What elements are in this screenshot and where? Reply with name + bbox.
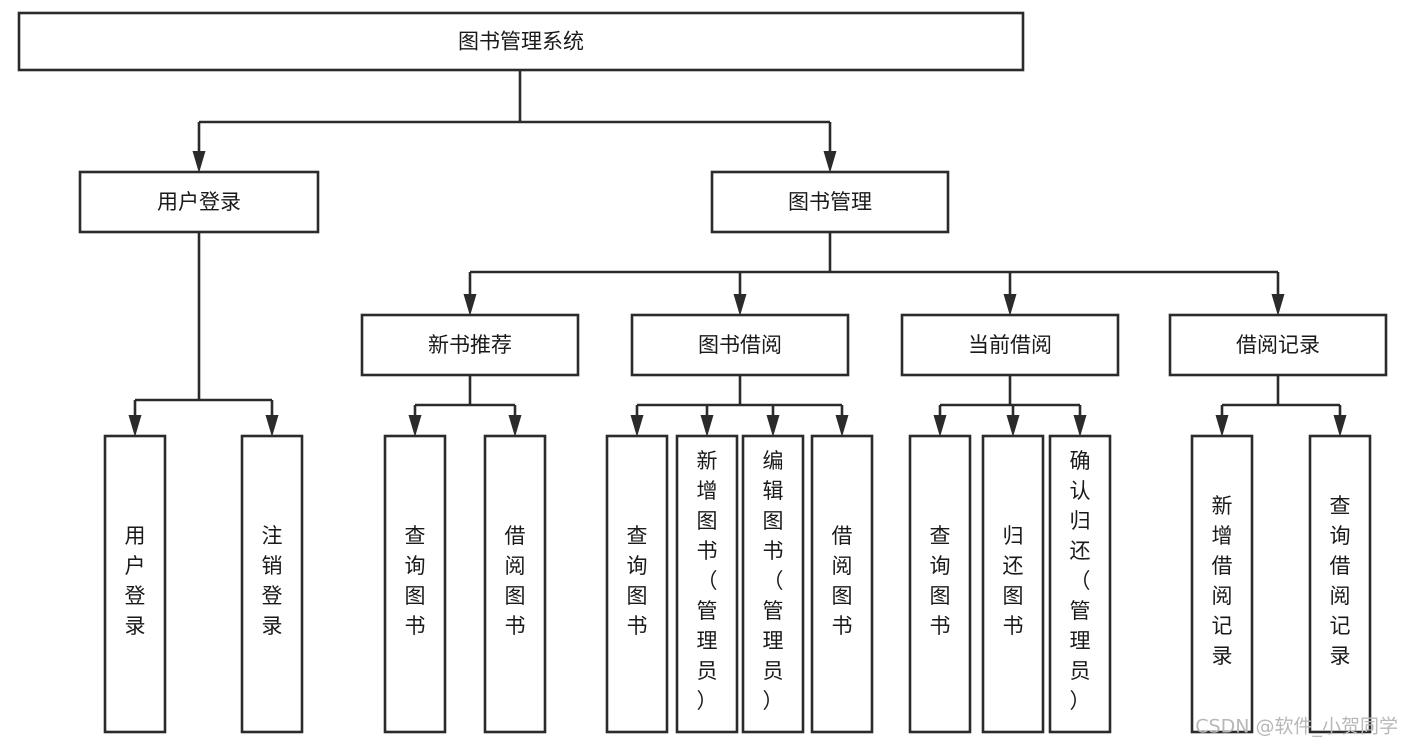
- node-book-management-label: 图书管理: [788, 190, 872, 214]
- node-leaf-query-record-label: 查询借阅记录: [1330, 494, 1351, 668]
- node-leaf-query-book-borrow-label: 查询图书: [627, 524, 648, 638]
- node-leaf-add-record[interactable]: 新增借阅记录: [1190, 434, 1254, 734]
- node-leaf-edit-book-label: 编辑图书（管理员）: [763, 449, 784, 713]
- node-leaf-add-book-label: 新增图书（管理员）: [697, 449, 718, 713]
- node-leaf-logout[interactable]: 注销登录: [240, 434, 304, 734]
- node-leaf-query-record-box[interactable]: [1308, 434, 1372, 734]
- node-new-book-recommend-box[interactable]: [360, 313, 580, 377]
- node-current-borrow[interactable]: 当前借阅: [900, 313, 1120, 377]
- node-borrow-records-label: 借阅记录: [1236, 333, 1320, 357]
- node-leaf-borrow-book-rec[interactable]: 借阅图书: [483, 434, 547, 734]
- node-leaf-borrow-book-label: 借阅图书: [832, 524, 853, 638]
- arrow-head-icon: [1215, 415, 1229, 437]
- arrow-head-icon: [1333, 415, 1347, 437]
- node-book-management-box[interactable]: [710, 170, 950, 234]
- node-leaf-confirm-return[interactable]: 确认归还（管理员）: [1048, 434, 1112, 734]
- node-borrow-records-box[interactable]: [1168, 313, 1388, 377]
- node-leaf-user-login[interactable]: 用户登录: [103, 434, 167, 734]
- node-layer: 图书管理系统用户登录图书管理新书推荐图书借阅当前借阅借阅记录用户登录注销登录查询…: [17, 11, 1388, 734]
- node-leaf-query-book-rec-box[interactable]: [383, 434, 447, 734]
- arrow-head-icon: [700, 415, 714, 437]
- node-leaf-add-record-label: 新增借阅记录: [1212, 494, 1233, 668]
- node-leaf-edit-book[interactable]: 编辑图书（管理员）: [741, 434, 805, 734]
- arrow-head-icon: [265, 415, 279, 437]
- node-leaf-borrow-book-box[interactable]: [810, 434, 874, 734]
- arrow-head-icon: [463, 294, 477, 316]
- node-leaf-borrow-book-rec-box[interactable]: [483, 434, 547, 734]
- node-user-login-box[interactable]: [78, 170, 320, 234]
- node-leaf-query-book-borrow-box[interactable]: [605, 434, 669, 734]
- node-book-borrow-box[interactable]: [630, 313, 850, 377]
- node-book-management[interactable]: 图书管理: [710, 170, 950, 234]
- node-leaf-confirm-return-label: 确认归还（管理员）: [1070, 449, 1091, 713]
- arrow-head-icon: [508, 415, 522, 437]
- node-leaf-query-book-current[interactable]: 查询图书: [908, 434, 972, 734]
- arrow-head-icon: [1006, 415, 1020, 437]
- node-root[interactable]: 图书管理系统: [17, 11, 1025, 72]
- arrow-head-icon: [192, 151, 206, 173]
- node-leaf-user-login-label: 用户登录: [125, 524, 146, 638]
- arrow-head-icon: [630, 415, 644, 437]
- node-leaf-query-book-current-label: 查询图书: [930, 524, 951, 638]
- node-user-login-label: 用户登录: [157, 190, 241, 214]
- node-leaf-borrow-book[interactable]: 借阅图书: [810, 434, 874, 734]
- node-leaf-logout-box[interactable]: [240, 434, 304, 734]
- arrow-head-icon: [1003, 294, 1017, 316]
- node-leaf-return-book-box[interactable]: [981, 434, 1045, 734]
- arrow-head-icon: [128, 415, 142, 437]
- node-borrow-records[interactable]: 借阅记录: [1168, 313, 1388, 377]
- node-new-book-recommend[interactable]: 新书推荐: [360, 313, 580, 377]
- arrow-head-icon: [933, 415, 947, 437]
- node-new-book-recommend-label: 新书推荐: [428, 333, 512, 357]
- arrow-head-icon: [1271, 294, 1285, 316]
- node-leaf-confirm-return-box[interactable]: [1048, 434, 1112, 734]
- node-leaf-return-book[interactable]: 归还图书: [981, 434, 1045, 734]
- node-leaf-add-book[interactable]: 新增图书（管理员）: [675, 434, 739, 734]
- node-leaf-add-book-box[interactable]: [675, 434, 739, 734]
- node-book-borrow-label: 图书借阅: [698, 333, 782, 357]
- node-leaf-query-record[interactable]: 查询借阅记录: [1308, 434, 1372, 734]
- node-book-borrow[interactable]: 图书借阅: [630, 313, 850, 377]
- node-current-borrow-box[interactable]: [900, 313, 1120, 377]
- arrow-head-icon: [823, 151, 837, 173]
- node-leaf-return-book-label: 归还图书: [1003, 524, 1024, 638]
- node-leaf-add-record-box[interactable]: [1190, 434, 1254, 734]
- node-leaf-logout-label: 注销登录: [262, 524, 283, 638]
- arrow-head-icon: [835, 415, 849, 437]
- node-root-label: 图书管理系统: [458, 30, 584, 54]
- node-leaf-query-book-rec-label: 查询图书: [405, 524, 426, 638]
- node-leaf-query-book-borrow[interactable]: 查询图书: [605, 434, 669, 734]
- arrow-head-icon: [733, 294, 747, 316]
- csdn-watermark: CSDN @软件_小贺同学: [1195, 716, 1398, 738]
- node-root-box[interactable]: [17, 11, 1025, 72]
- node-current-borrow-label: 当前借阅: [968, 333, 1052, 357]
- node-leaf-borrow-book-rec-label: 借阅图书: [505, 524, 526, 638]
- node-leaf-query-book-rec[interactable]: 查询图书: [383, 434, 447, 734]
- node-user-login[interactable]: 用户登录: [78, 170, 320, 234]
- arrow-head-icon: [1073, 415, 1087, 437]
- node-leaf-user-login-box[interactable]: [103, 434, 167, 734]
- node-leaf-edit-book-box[interactable]: [741, 434, 805, 734]
- connector-layer: [128, 70, 1347, 437]
- arrow-head-icon: [408, 415, 422, 437]
- node-leaf-query-book-current-box[interactable]: [908, 434, 972, 734]
- arrow-head-icon: [766, 415, 780, 437]
